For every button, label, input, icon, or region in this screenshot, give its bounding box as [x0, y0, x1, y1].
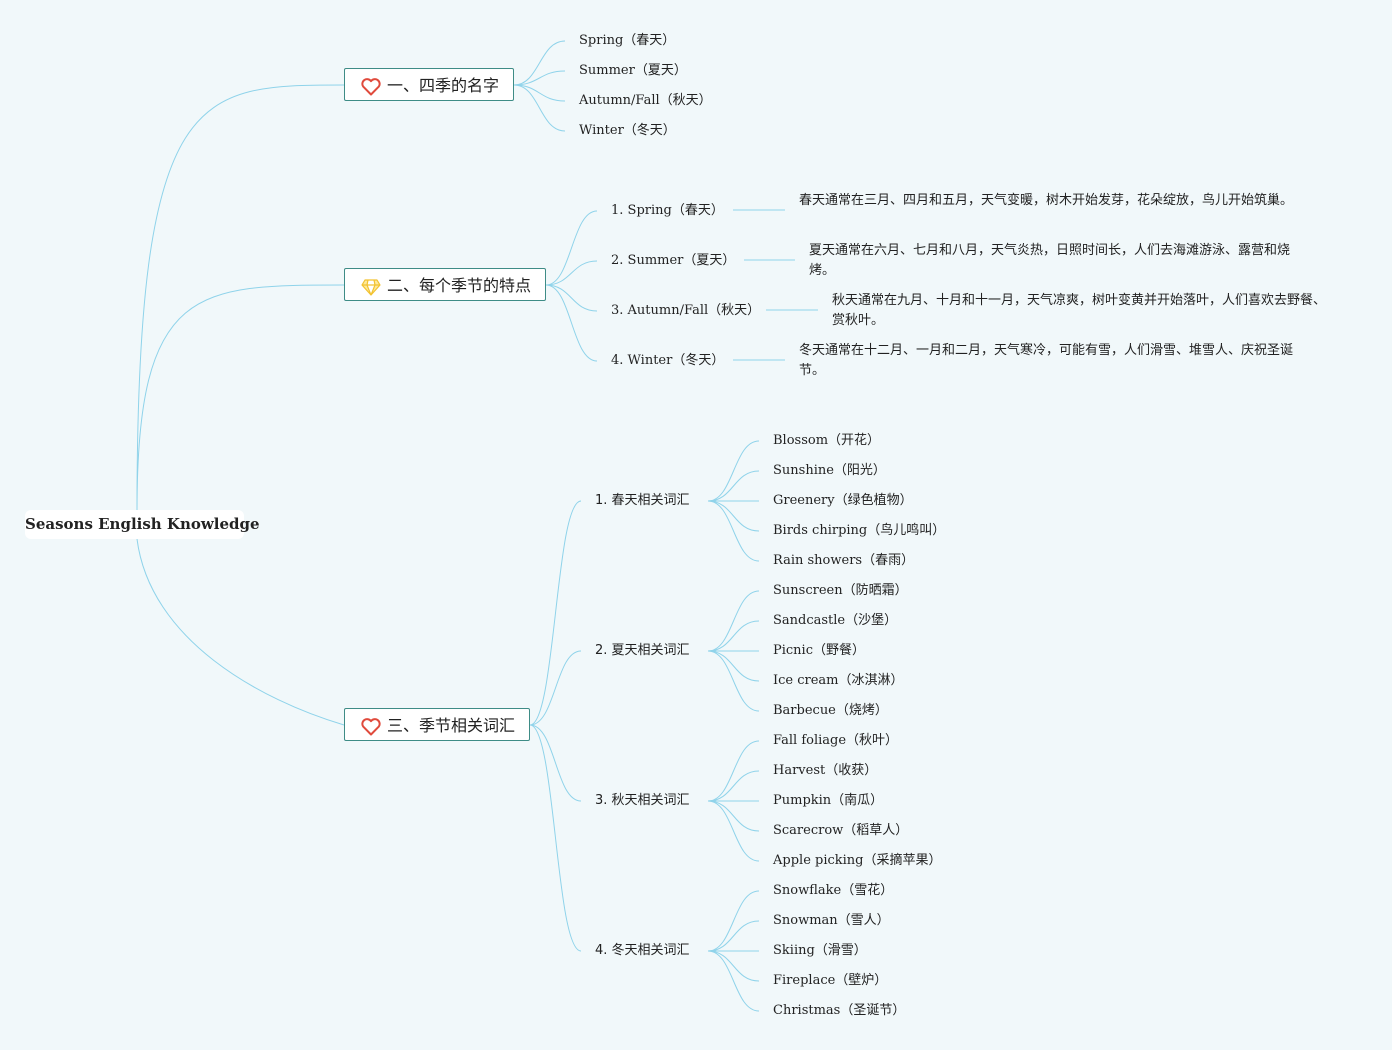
connector-line — [513, 84, 566, 102]
connector-line — [529, 724, 582, 802]
connector-line — [707, 950, 760, 1012]
branch-season-names[interactable]: 一、四季的名字 — [344, 68, 514, 101]
vocab-word[interactable]: Apple picking（采摘苹果） — [773, 853, 942, 868]
connector-line — [529, 500, 582, 726]
connector-line — [707, 470, 760, 502]
connector-line — [513, 40, 566, 86]
connector-line — [513, 70, 566, 86]
leaf-season-name[interactable]: Winter（冬天） — [579, 123, 676, 138]
vocab-group-label[interactable]: 1. 春天相关词汇 — [595, 493, 690, 508]
connector-line — [707, 590, 760, 652]
vocab-word[interactable]: Snowman（雪人） — [773, 913, 890, 928]
vocab-word[interactable]: Rain showers（春雨） — [773, 553, 915, 568]
vocab-word[interactable]: Blossom（开花） — [773, 433, 881, 448]
connector-line — [707, 800, 760, 832]
connector-line — [707, 770, 760, 802]
diamond-icon — [361, 278, 383, 296]
connector-line — [707, 740, 760, 802]
vocab-word[interactable]: Harvest（收获） — [773, 763, 878, 778]
connector-line — [136, 84, 345, 511]
leaf-season-name[interactable]: Summer（夏天） — [579, 63, 687, 78]
connector-line — [529, 650, 582, 726]
connector-line — [707, 950, 760, 982]
vocab-word[interactable]: Sunshine（阳光） — [773, 463, 886, 478]
vocab-word[interactable]: Picnic（野餐） — [773, 643, 865, 658]
vocab-word[interactable]: Birds chirping（鸟儿鸣叫） — [773, 523, 946, 538]
feature-season-label[interactable]: 3. Autumn/Fall（秋天） — [611, 303, 761, 318]
branch-label: 二、每个季节的特点 — [387, 276, 532, 295]
feature-season-label[interactable]: 2. Summer（夏天） — [611, 253, 736, 268]
connector-line — [707, 440, 760, 502]
root-topic[interactable]: Seasons English Knowledge — [25, 510, 260, 539]
connector-line — [707, 890, 760, 952]
connector-line — [707, 800, 760, 862]
vocab-word[interactable]: Sunscreen（防晒霜） — [773, 583, 908, 598]
connector-line — [707, 620, 760, 652]
feature-season-label[interactable]: 1. Spring（春天） — [611, 203, 724, 218]
vocab-word[interactable]: Christmas（圣诞节） — [773, 1003, 906, 1018]
vocab-word[interactable]: Sandcastle（沙堡） — [773, 613, 898, 628]
branch-label: 一、四季的名字 — [387, 76, 500, 95]
connector-line — [545, 284, 598, 362]
feature-description[interactable]: 春天通常在三月、四月和五月，天气变暖，树木开始发芽，花朵绽放，鸟儿开始筑巢。 — [799, 193, 1294, 208]
connector-line — [545, 210, 598, 286]
branch-label: 三、季节相关词汇 — [387, 716, 516, 735]
connector-line — [545, 260, 598, 286]
connector-line — [707, 920, 760, 952]
heart-icon — [361, 717, 383, 736]
vocab-word[interactable]: Pumpkin（南瓜） — [773, 793, 884, 808]
connector-line — [136, 284, 345, 511]
vocab-word[interactable]: Fireplace（壁炉） — [773, 973, 888, 988]
connector-line — [707, 650, 760, 682]
vocab-group-label[interactable]: 4. 冬天相关词汇 — [595, 943, 690, 958]
connector-line — [545, 284, 598, 312]
leaf-season-name[interactable]: Spring（春天） — [579, 33, 676, 48]
vocab-word[interactable]: Scarecrow（稻草人） — [773, 823, 909, 838]
vocab-group-label[interactable]: 2. 夏天相关词汇 — [595, 643, 690, 658]
vocab-group-label[interactable]: 3. 秋天相关词汇 — [595, 793, 690, 808]
feature-description[interactable]: 冬天通常在十二月、一月和二月，天气寒冷，可能有雪，人们滑雪、堆雪人、庆祝圣诞节。 — [799, 343, 1294, 378]
leaf-season-name[interactable]: Autumn/Fall（秋天） — [579, 93, 712, 108]
connector-line — [707, 500, 760, 562]
vocab-word[interactable]: Snowflake（雪花） — [773, 883, 894, 898]
connector-line — [529, 724, 582, 952]
feature-season-label[interactable]: 4. Winter（冬天） — [611, 353, 725, 368]
feature-description[interactable]: 夏天通常在六月、七月和八月，天气炎热，日照时间长，人们去海滩游泳、露营和烧烤。 — [809, 243, 1291, 278]
connector-line — [707, 650, 760, 712]
vocab-word[interactable]: Ice cream（冰淇淋） — [773, 673, 904, 688]
branch-season-vocabulary[interactable]: 三、季节相关词汇 — [344, 708, 530, 741]
heart-icon — [361, 77, 383, 96]
vocab-word[interactable]: Greenery（绿色植物） — [773, 493, 913, 508]
vocab-word[interactable]: Fall foliage（秋叶） — [773, 733, 899, 748]
vocab-word[interactable]: Barbecue（烧烤） — [773, 703, 888, 718]
connector-line — [136, 538, 345, 726]
feature-description[interactable]: 秋天通常在九月、十月和十一月，天气凉爽，树叶变黄并开始落叶，人们喜欢去野餐、赏秋… — [832, 293, 1327, 328]
connector-line — [513, 84, 566, 132]
branch-season-features[interactable]: 二、每个季节的特点 — [344, 268, 546, 301]
vocab-word[interactable]: Skiing（滑雪） — [773, 943, 867, 958]
connector-line — [707, 500, 760, 532]
